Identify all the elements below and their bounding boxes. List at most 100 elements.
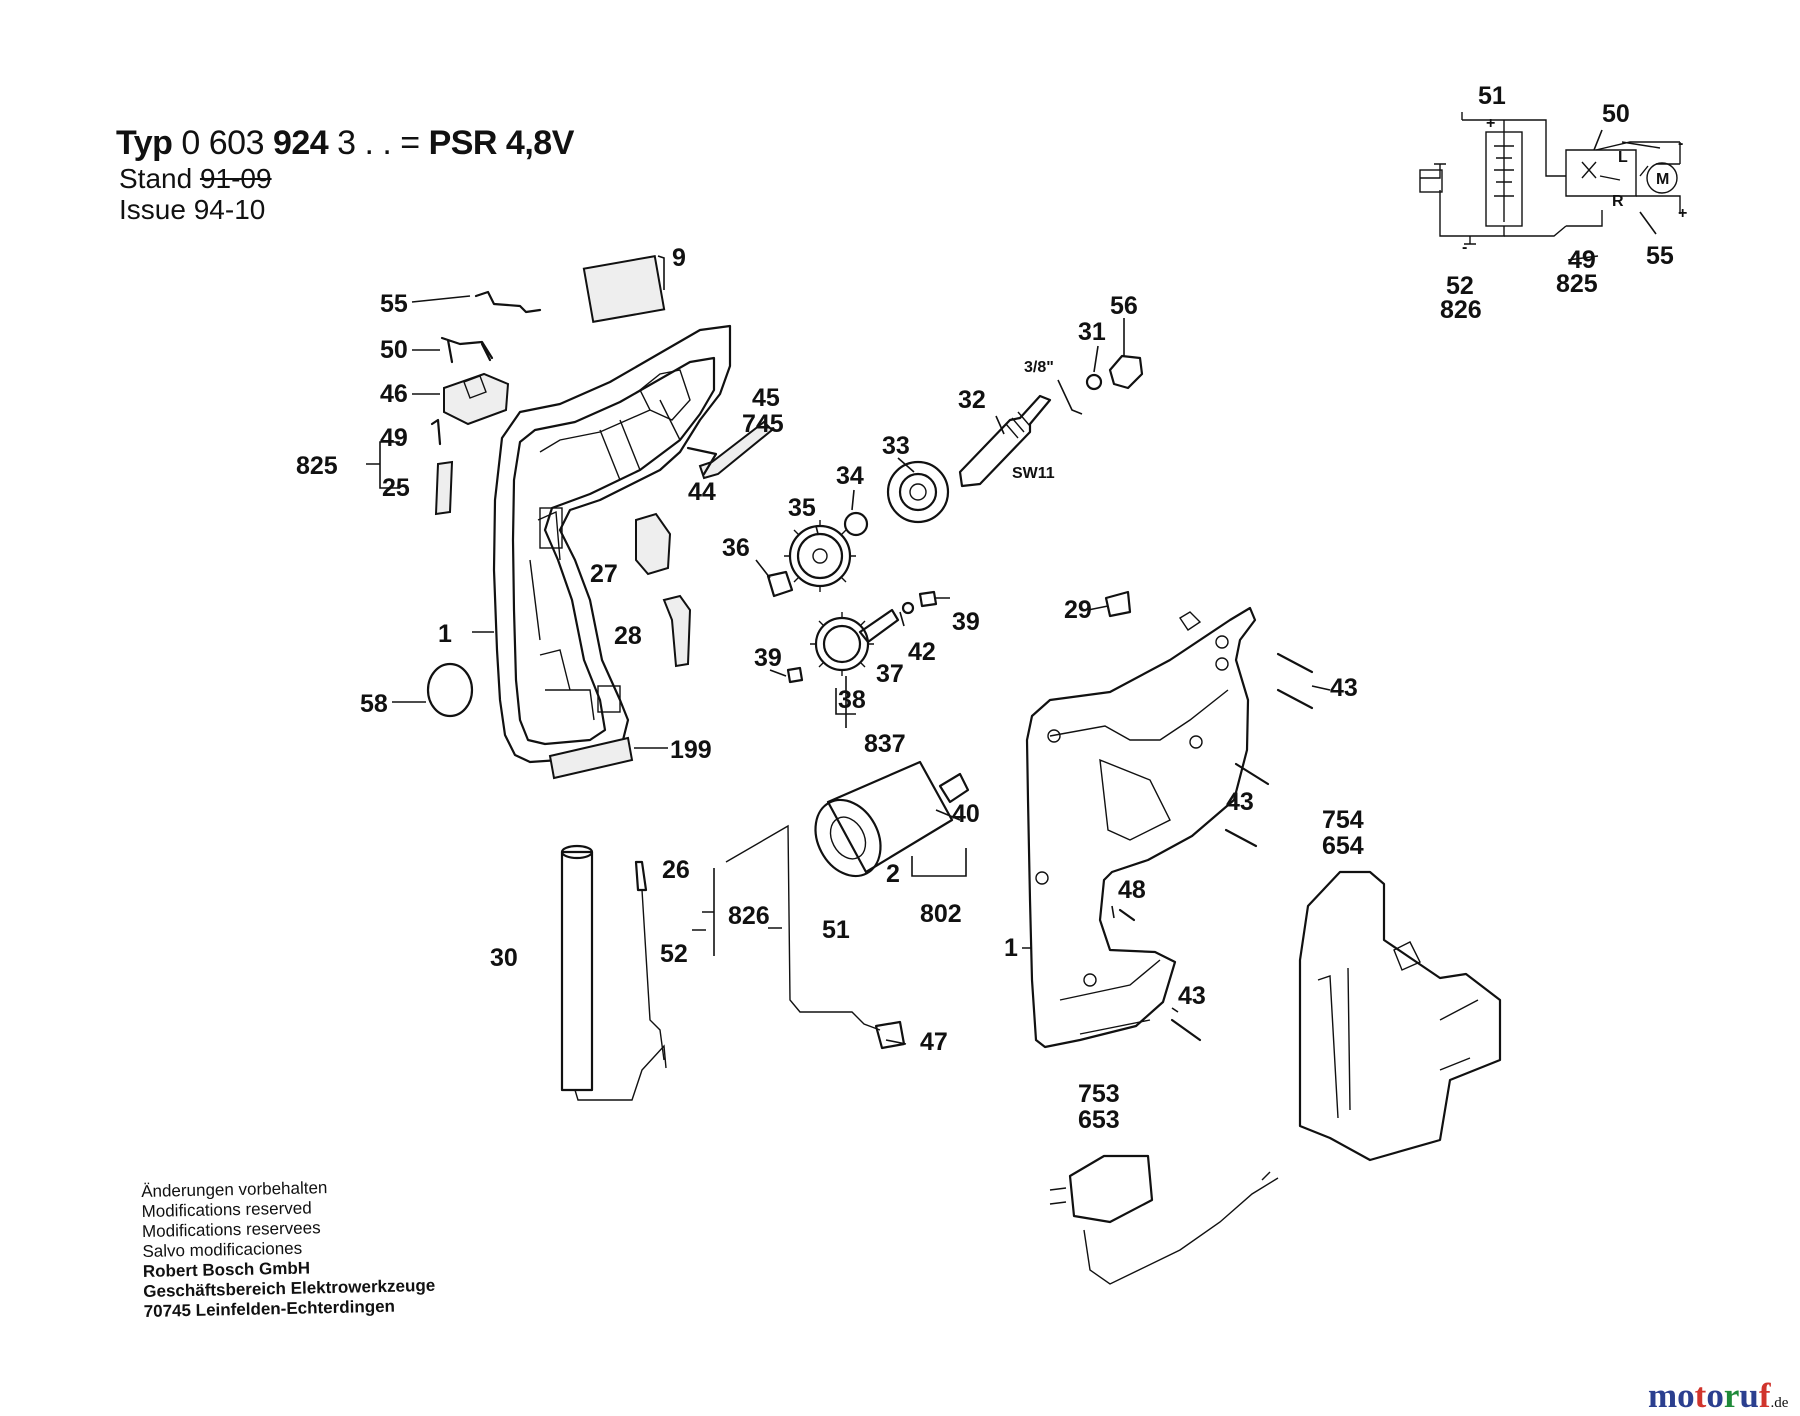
callout-thread: 3/8" <box>1024 359 1054 376</box>
schematic-plus: + <box>1486 115 1495 132</box>
schematic-label-52: 52 <box>1446 272 1474 300</box>
part-46-switch <box>443 372 510 426</box>
part-26-terminal <box>634 860 648 892</box>
gearbox-parts <box>766 354 1144 684</box>
callout-40: 40 <box>952 800 980 828</box>
screw-43-e <box>1170 1018 1202 1042</box>
callout-47: 47 <box>920 1028 948 1056</box>
callout-58: 58 <box>360 690 388 718</box>
brand-watermark: motoruf.de <box>1648 1376 1788 1416</box>
issue-value: 94-10 <box>193 194 266 225</box>
callout-745: 745 <box>742 410 784 438</box>
schematic-label-55: 55 <box>1646 242 1674 270</box>
callout-55: 55 <box>380 290 408 318</box>
callout-25: 25 <box>382 474 410 502</box>
part-31-circlip <box>1085 373 1103 391</box>
schematic-motor-minus: - <box>1678 135 1683 152</box>
part-25-slide <box>434 460 454 516</box>
callout-labels: 9 55 50 46 49 825 25 45 745 44 27 28 1 5… <box>296 244 1364 1134</box>
callout-44: 44 <box>688 478 716 506</box>
callout-50: 50 <box>380 336 408 364</box>
part-56-chuck-key <box>1108 354 1144 390</box>
callout-837: 837 <box>864 730 906 758</box>
part-50-clip <box>440 336 494 364</box>
charger <box>1049 1154 1279 1285</box>
schematic-label-826: 826 <box>1440 296 1482 324</box>
brand-name: motoruf <box>1648 1376 1771 1415</box>
right-housing-half <box>1025 606 1257 1049</box>
part-47-socket <box>874 1020 906 1050</box>
schematic-left: L <box>1618 149 1628 166</box>
part-35-gear <box>784 520 856 592</box>
callout-31: 31 <box>1078 318 1106 346</box>
part-44-spring <box>686 446 718 476</box>
schematic-label-825: 825 <box>1556 270 1598 298</box>
callout-34: 34 <box>836 462 864 490</box>
schematic-motor-label: M <box>1656 171 1669 188</box>
callout-sw11: SW11 <box>1012 465 1055 482</box>
callout-32: 32 <box>958 386 986 414</box>
callout-43-b: 43 <box>1226 788 1254 816</box>
callout-26: 26 <box>662 856 690 884</box>
part-55-contact <box>474 290 542 314</box>
part-51-wire <box>725 824 881 1031</box>
callout-37: 37 <box>876 660 904 688</box>
callout-39-bottom: 39 <box>754 644 782 672</box>
wiring-schematic: + - - + M L R 51 50 55 52 826 49 825 <box>1419 82 1687 324</box>
callout-199: 199 <box>670 736 712 764</box>
model-name: PSR 4,8V <box>428 124 575 162</box>
callout-45: 45 <box>752 384 780 412</box>
leader-lines <box>366 255 1331 1045</box>
callout-9: 9 <box>672 244 686 272</box>
switch-parts <box>426 255 774 780</box>
schematic-label-50: 50 <box>1602 100 1630 128</box>
left-housing-half <box>492 324 732 764</box>
callout-654: 654 <box>1322 832 1364 860</box>
callout-28: 28 <box>614 622 642 650</box>
callout-36: 36 <box>722 534 750 562</box>
callout-1-right: 1 <box>1004 934 1018 962</box>
schematic-motor <box>1646 162 1678 194</box>
part-30-battery <box>560 850 594 1092</box>
screws <box>1118 652 1314 1042</box>
callout-52: 52 <box>660 940 688 968</box>
part-34-washer <box>843 511 869 537</box>
callout-42: 42 <box>908 638 936 666</box>
schematic-label-51: 51 <box>1478 82 1506 110</box>
screw-48 <box>1118 908 1136 922</box>
issue-label: Issue <box>119 194 186 225</box>
part-28-slider <box>662 594 692 668</box>
part-39-bushing-bottom <box>786 666 804 684</box>
part-36-bushing <box>766 570 794 598</box>
part-58-ring <box>426 662 474 718</box>
title-block: Typ 0 603 924 3 . . = PSR 4,8V Stand 91-… <box>116 124 574 225</box>
part-32-spindle <box>958 394 1052 488</box>
callout-49: 49 <box>380 424 408 452</box>
callout-35: 35 <box>788 494 816 522</box>
callout-653: 653 <box>1078 1106 1120 1134</box>
stand-label: Stand <box>119 163 193 194</box>
screw-43-c <box>1234 762 1270 786</box>
stand-line: Stand 91-09 <box>119 163 574 194</box>
part-27-button <box>635 512 672 576</box>
stand-value: 91-09 <box>199 163 272 194</box>
schematic-motor-plus: + <box>1678 205 1687 222</box>
callout-51: 51 <box>822 916 850 944</box>
screw-43-b <box>1276 688 1314 710</box>
part-37-gear <box>810 608 900 676</box>
part-29-clip <box>1104 590 1132 618</box>
screw-43-d <box>1224 828 1258 848</box>
brand-suffix: .de <box>1770 1395 1789 1411</box>
schematic-minus: - <box>1462 239 1467 256</box>
holder <box>1298 870 1502 1162</box>
callout-2: 2 <box>886 860 900 888</box>
callout-753: 753 <box>1078 1080 1120 1108</box>
part-33-bearing <box>886 460 950 524</box>
part-199-plate <box>548 736 634 780</box>
callout-33: 33 <box>882 432 910 460</box>
callout-1-left: 1 <box>438 620 452 648</box>
type-heading: Typ 0 603 924 3 . . = PSR 4,8V <box>116 124 574 163</box>
callout-43-a: 43 <box>1330 674 1358 702</box>
schematic-right: R <box>1612 193 1624 210</box>
